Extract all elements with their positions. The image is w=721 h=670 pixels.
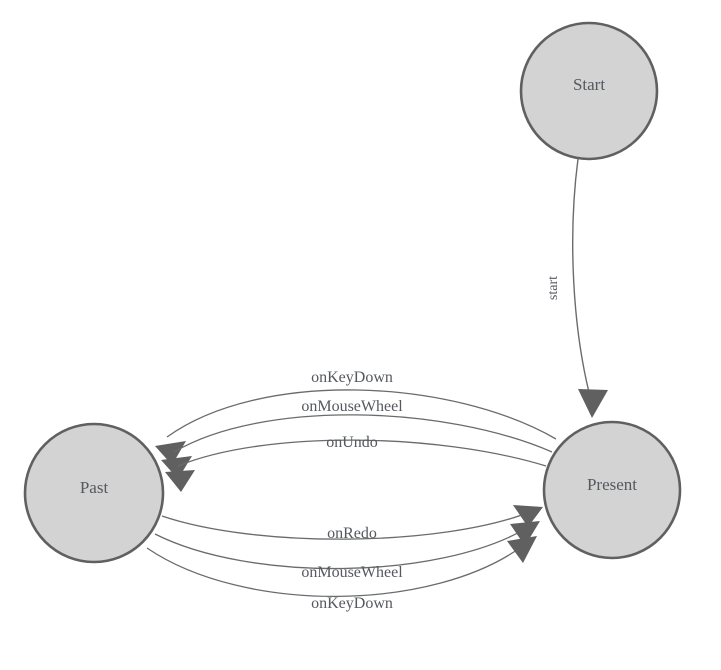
edge-present-to-past-onkeydown[interactable] bbox=[155, 389, 557, 465]
edge-label-up-onundo: onUndo bbox=[326, 434, 378, 451]
node-present-circle bbox=[542, 420, 682, 560]
edge-past-to-present-onmousewheel[interactable] bbox=[154, 521, 540, 570]
node-past[interactable]: Past bbox=[23, 422, 165, 564]
arrowhead-dn-1 bbox=[513, 505, 543, 527]
edge-past-to-present-onredo[interactable] bbox=[161, 505, 543, 540]
edge-path-up-1 bbox=[166, 389, 557, 440]
edge-present-to-past-onundo[interactable] bbox=[165, 439, 547, 492]
edge-label-dn-onkeydown: onKeyDown bbox=[311, 595, 393, 612]
edge-path-dn-1 bbox=[161, 511, 531, 540]
edge-label-up-onmousewheel: onMouseWheel bbox=[301, 398, 403, 415]
node-present[interactable]: Present bbox=[542, 420, 682, 560]
arrowhead-start bbox=[578, 389, 608, 418]
node-present-label: Present bbox=[587, 475, 637, 494]
arrowhead-dn-3 bbox=[507, 536, 537, 563]
arrowhead-up-3 bbox=[165, 470, 195, 492]
edge-path-start bbox=[572, 158, 593, 405]
edge-path-up-3 bbox=[177, 439, 547, 467]
edge-past-to-present-onkeydown[interactable] bbox=[146, 536, 537, 598]
edge-path-dn-3 bbox=[146, 544, 525, 598]
node-start[interactable]: Start bbox=[519, 21, 659, 161]
arrowhead-up-2 bbox=[161, 456, 192, 479]
edge-path-up-2 bbox=[173, 414, 553, 453]
node-start-label: Start bbox=[573, 75, 605, 94]
edge-label-dn-onredo: onRedo bbox=[327, 525, 377, 542]
node-past-label: Past bbox=[80, 478, 109, 497]
arrowhead-dn-2 bbox=[510, 521, 540, 546]
edge-start-to-present[interactable] bbox=[572, 158, 608, 418]
edge-path-dn-2 bbox=[154, 527, 528, 570]
edge-label-dn-onmousewheel: onMouseWheel bbox=[301, 564, 403, 581]
edge-present-to-past-onmousewheel[interactable] bbox=[161, 414, 553, 479]
arrowhead-up-1 bbox=[155, 441, 186, 465]
edge-label-up-onkeydown: onKeyDown bbox=[311, 369, 393, 386]
edge-label-start: start bbox=[546, 276, 561, 300]
node-past-circle bbox=[23, 422, 165, 564]
node-start-circle bbox=[519, 21, 659, 161]
